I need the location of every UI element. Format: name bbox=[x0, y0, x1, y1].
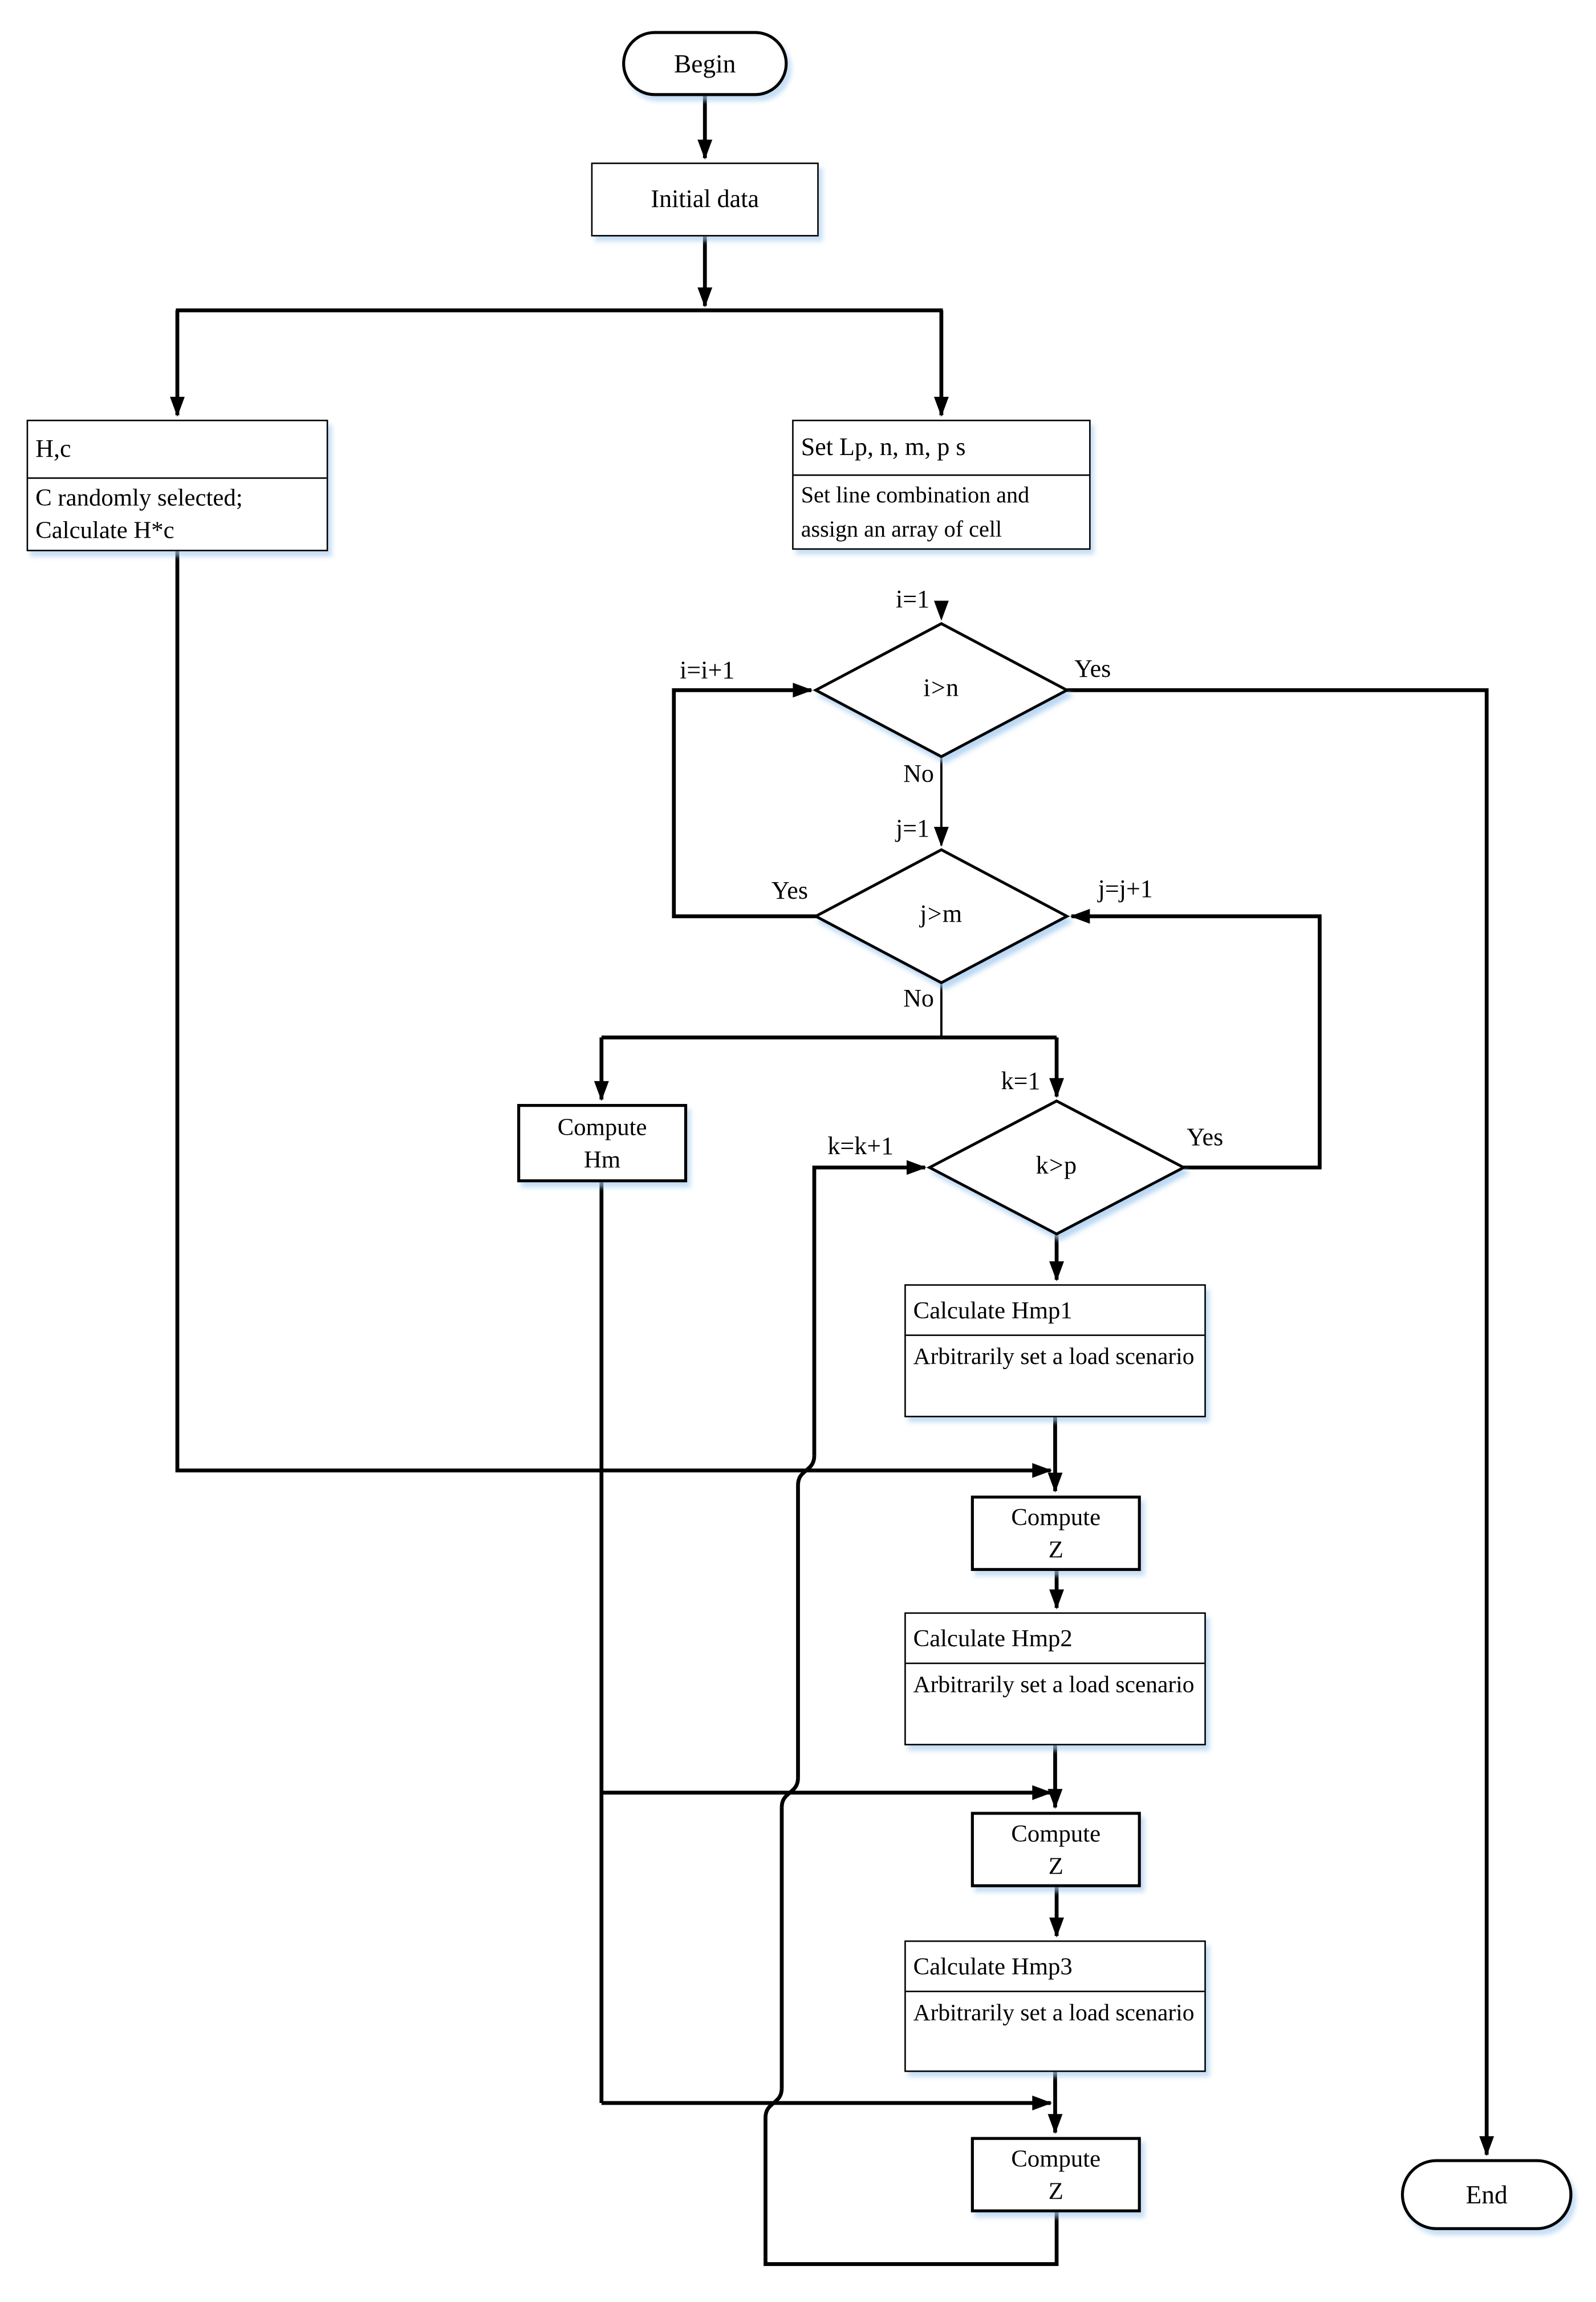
calc-hmp3-header: Calculate Hmp3 bbox=[905, 1942, 1205, 1992]
connector-decision-j-yes-i-increment bbox=[672, 683, 818, 919]
connector-k-increment-into-decision-k bbox=[812, 1160, 927, 1456]
calc-hmp2-header: Calculate Hmp2 bbox=[905, 1614, 1205, 1664]
edge-label-j-init: j=1 bbox=[896, 814, 930, 843]
compute-z1-line1: Compute bbox=[1011, 1503, 1101, 1531]
compute-hm-process: Compute Hm bbox=[517, 1104, 688, 1183]
compute-hm-line1: Compute bbox=[557, 1112, 647, 1141]
set-lp-header: Set Lp, n, m, p s bbox=[793, 421, 1090, 476]
edge-label-j-yes: Yes bbox=[771, 876, 809, 905]
set-lp-body: Set line combination and assign an array… bbox=[801, 483, 1030, 543]
edge-label-j-increment: j=j+1 bbox=[1098, 875, 1153, 903]
end-terminal: End bbox=[1400, 2159, 1573, 2230]
decision-k-diamond bbox=[926, 1099, 1187, 1236]
set-lp-process: Set Lp, n, m, p s Set line combination a… bbox=[792, 420, 1091, 550]
begin-terminal: Begin bbox=[622, 31, 788, 96]
connector-hc-to-merge1 bbox=[175, 551, 1053, 1478]
initial-data-process: Initial data bbox=[591, 163, 819, 237]
hc-process: H,c C randomly selected; Calculate H*c bbox=[26, 420, 328, 551]
connector-loopback-hop2 bbox=[779, 1777, 800, 1808]
calc-hmp3-process: Calculate Hmp3 Arbitrarily set a load sc… bbox=[904, 1940, 1206, 2072]
compute-z3-process: Compute Z bbox=[970, 2137, 1141, 2212]
calc-hmp2-body: Arbitrarily set a load scenario bbox=[913, 1672, 1195, 1698]
connector-loopback-hop3 bbox=[796, 1455, 817, 1485]
compute-z1-line2: Z bbox=[1048, 1534, 1063, 1563]
hc-header: H,c bbox=[28, 421, 327, 479]
edge-label-j-no: No bbox=[903, 984, 934, 1013]
decision-k-label: k>p bbox=[1035, 1151, 1078, 1180]
connector-decision-k-yes-j-increment bbox=[1070, 908, 1322, 1170]
connector-decision-i-yes-to-end bbox=[1067, 688, 1495, 2157]
edge-label-i-increment: i=i+1 bbox=[680, 656, 735, 684]
begin-label: Begin bbox=[674, 48, 736, 78]
decision-j-diamond bbox=[813, 848, 1070, 985]
compute-z1-process: Compute Z bbox=[970, 1495, 1141, 1571]
calc-hmp2-process: Calculate Hmp2 Arbitrarily set a load sc… bbox=[904, 1612, 1206, 1745]
edge-label-i-yes: Yes bbox=[1074, 655, 1111, 683]
decision-i-diamond bbox=[813, 622, 1070, 758]
compute-z2-line2: Z bbox=[1048, 1851, 1063, 1879]
compute-z2-process: Compute Z bbox=[970, 1812, 1141, 1887]
compute-z3-line1: Compute bbox=[1011, 2143, 1101, 2173]
connector-z3-loopback-lower bbox=[764, 2117, 1059, 2266]
compute-z2-line1: Compute bbox=[1011, 1818, 1101, 1847]
hc-body: C randomly selected; Calculate H*c bbox=[35, 483, 243, 544]
edge-label-k-yes: Yes bbox=[1187, 1123, 1224, 1151]
calc-hmp1-header: Calculate Hmp1 bbox=[905, 1286, 1205, 1336]
edge-label-i-init: i=1 bbox=[896, 585, 930, 614]
end-label: End bbox=[1465, 2179, 1508, 2209]
connector-loopback-hop1 bbox=[764, 2088, 784, 2118]
decision-j-label: j>m bbox=[920, 900, 963, 928]
calc-hmp3-body: Arbitrarily set a load scenario bbox=[913, 2001, 1195, 2027]
decision-i-label: i>n bbox=[923, 673, 960, 703]
edge-label-k-init: k=1 bbox=[1001, 1067, 1041, 1095]
edge-label-i-no: No bbox=[903, 760, 934, 788]
edge-label-k-increment: k=k+1 bbox=[827, 1132, 894, 1160]
calc-hmp1-body: Arbitrarily set a load scenario bbox=[913, 1345, 1195, 1370]
initial-data-label: Initial data bbox=[651, 184, 760, 213]
compute-z3-line2: Z bbox=[1048, 2176, 1063, 2204]
calc-hmp1-process: Calculate Hmp1 Arbitrarily set a load sc… bbox=[904, 1284, 1206, 1418]
compute-hm-line2: Hm bbox=[584, 1144, 621, 1173]
